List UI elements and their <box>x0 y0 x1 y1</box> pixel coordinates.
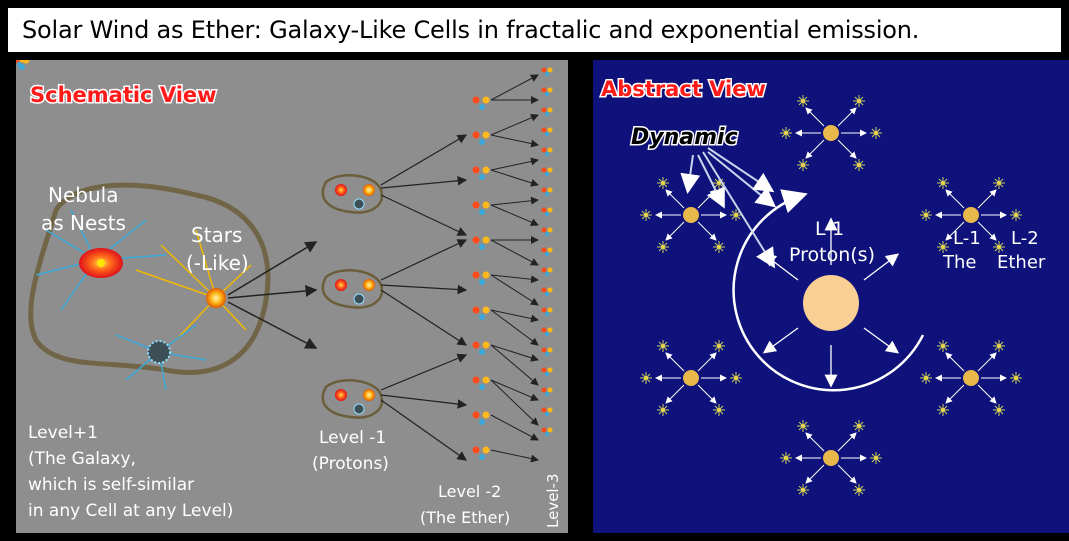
level-plus1-label-3: which is self-similar <box>28 475 194 495</box>
dynamic-label: Dynamic <box>631 125 738 150</box>
level-minus3-cells <box>16 60 553 436</box>
stars-label-2: (-Like) <box>186 251 249 275</box>
stars-label-1: Stars <box>191 223 242 247</box>
pulsar-icon <box>147 340 171 364</box>
schematic-diagram: Schematic View Nebula as Nests Stars (-L… <box>16 60 562 528</box>
level-minus3-label: Level-3 <box>544 473 562 528</box>
center-label-1: L-1 <box>815 218 844 240</box>
rotation-arc <box>732 189 925 392</box>
abstract-diagram: Abstract View Dynamic L-1 Proton(s) L-1 … <box>600 76 1046 533</box>
level-minus1-cells <box>321 174 384 419</box>
star-icon <box>206 288 226 308</box>
nebula-label-1: Nebula <box>48 183 118 207</box>
level-minus1-label-1: Level -1 <box>319 428 386 448</box>
abstract-heading: Abstract View <box>601 77 766 101</box>
center-label-2: Proton(s) <box>789 244 875 266</box>
abstract-panel: Abstract View Dynamic L-1 Proton(s) L-1 … <box>593 60 1069 533</box>
level-minus2-label-1: Level -2 <box>438 482 501 501</box>
level-plus1-label-2: (The Galaxy, <box>28 449 136 469</box>
right-label-b2: Ether <box>997 252 1046 273</box>
right-label-a2: The <box>942 252 976 273</box>
nebula-label-2: as Nests <box>41 211 126 235</box>
title-bar: Solar Wind as Ether: Galaxy-Like Cells i… <box>8 8 1061 52</box>
level-minus2-label-2: (The Ether) <box>420 508 510 527</box>
level-minus1-label-2: (Protons) <box>312 454 389 474</box>
galaxy-outline <box>28 182 271 375</box>
page-title: Solar Wind as Ether: Galaxy-Like Cells i… <box>22 16 920 44</box>
schematic-panel: Schematic View Nebula as Nests Stars (-L… <box>16 60 568 533</box>
proton-node <box>762 217 900 388</box>
level-plus1-label-1: Level+1 <box>28 423 98 443</box>
right-label-b1: L-2 <box>1011 228 1039 249</box>
level-plus1-label-4: in any Cell at any Level) <box>28 501 233 521</box>
right-label-a1: L-1 <box>953 228 981 249</box>
schematic-heading: Schematic View <box>30 83 217 107</box>
